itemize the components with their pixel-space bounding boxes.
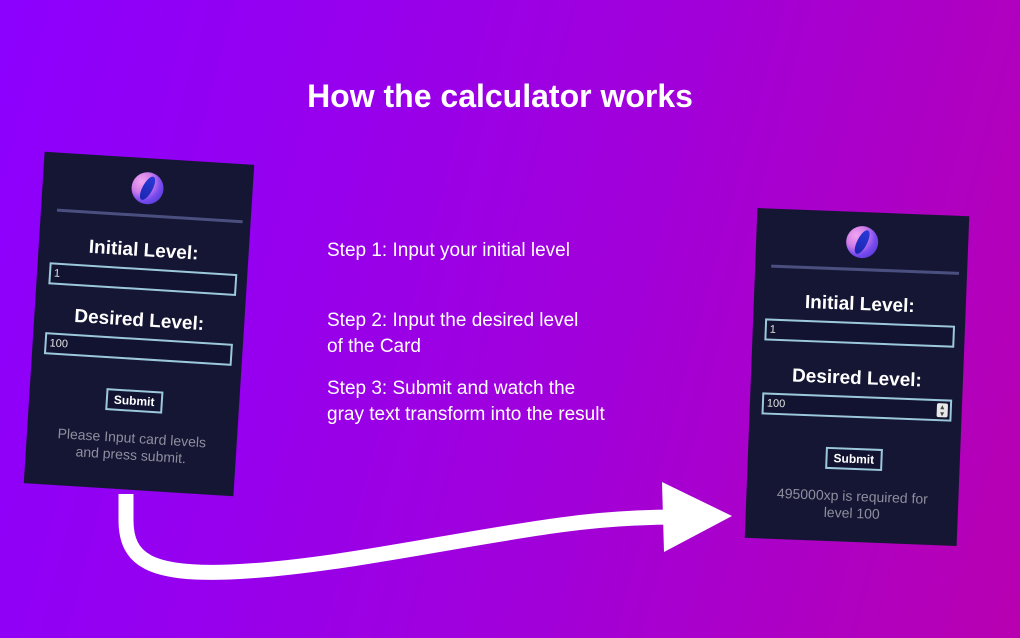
step-2-line-1: Step 2: Input the desired level (327, 310, 579, 331)
page-title: How the calculator works (307, 78, 693, 114)
step-3-line-1: Step 3: Submit and watch the (327, 378, 576, 399)
step-1: Step 1: Input your initial level (327, 238, 570, 264)
step-3: Step 3: Submit and watch the gray text t… (327, 376, 605, 428)
step-1-text: Step 1: Input your initial level (327, 240, 570, 261)
step-2-line-2: of the Card (327, 336, 421, 357)
step-2: Step 2: Input the desired level of the C… (327, 308, 578, 360)
step-3-line-2: gray text transform into the result (327, 404, 605, 425)
